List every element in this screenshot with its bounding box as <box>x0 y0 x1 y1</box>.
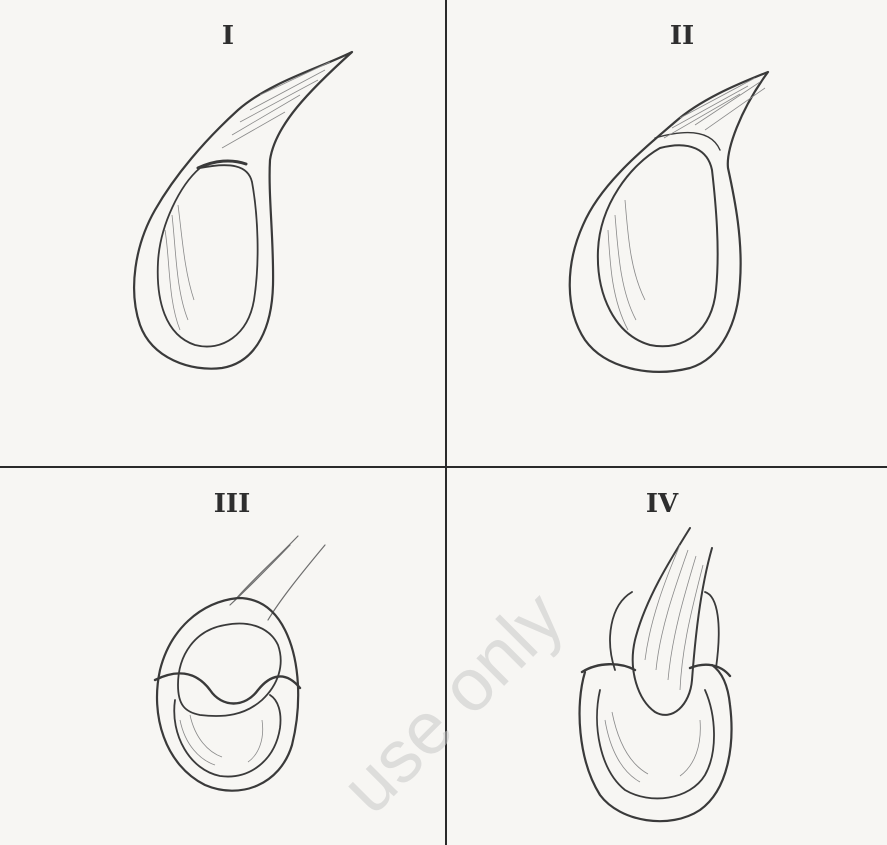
panel-label-i: I <box>222 21 234 51</box>
panel-label-iv: IV <box>646 489 679 519</box>
panel-label-iii: III <box>214 489 251 519</box>
panel-label-ii: II <box>670 21 694 51</box>
